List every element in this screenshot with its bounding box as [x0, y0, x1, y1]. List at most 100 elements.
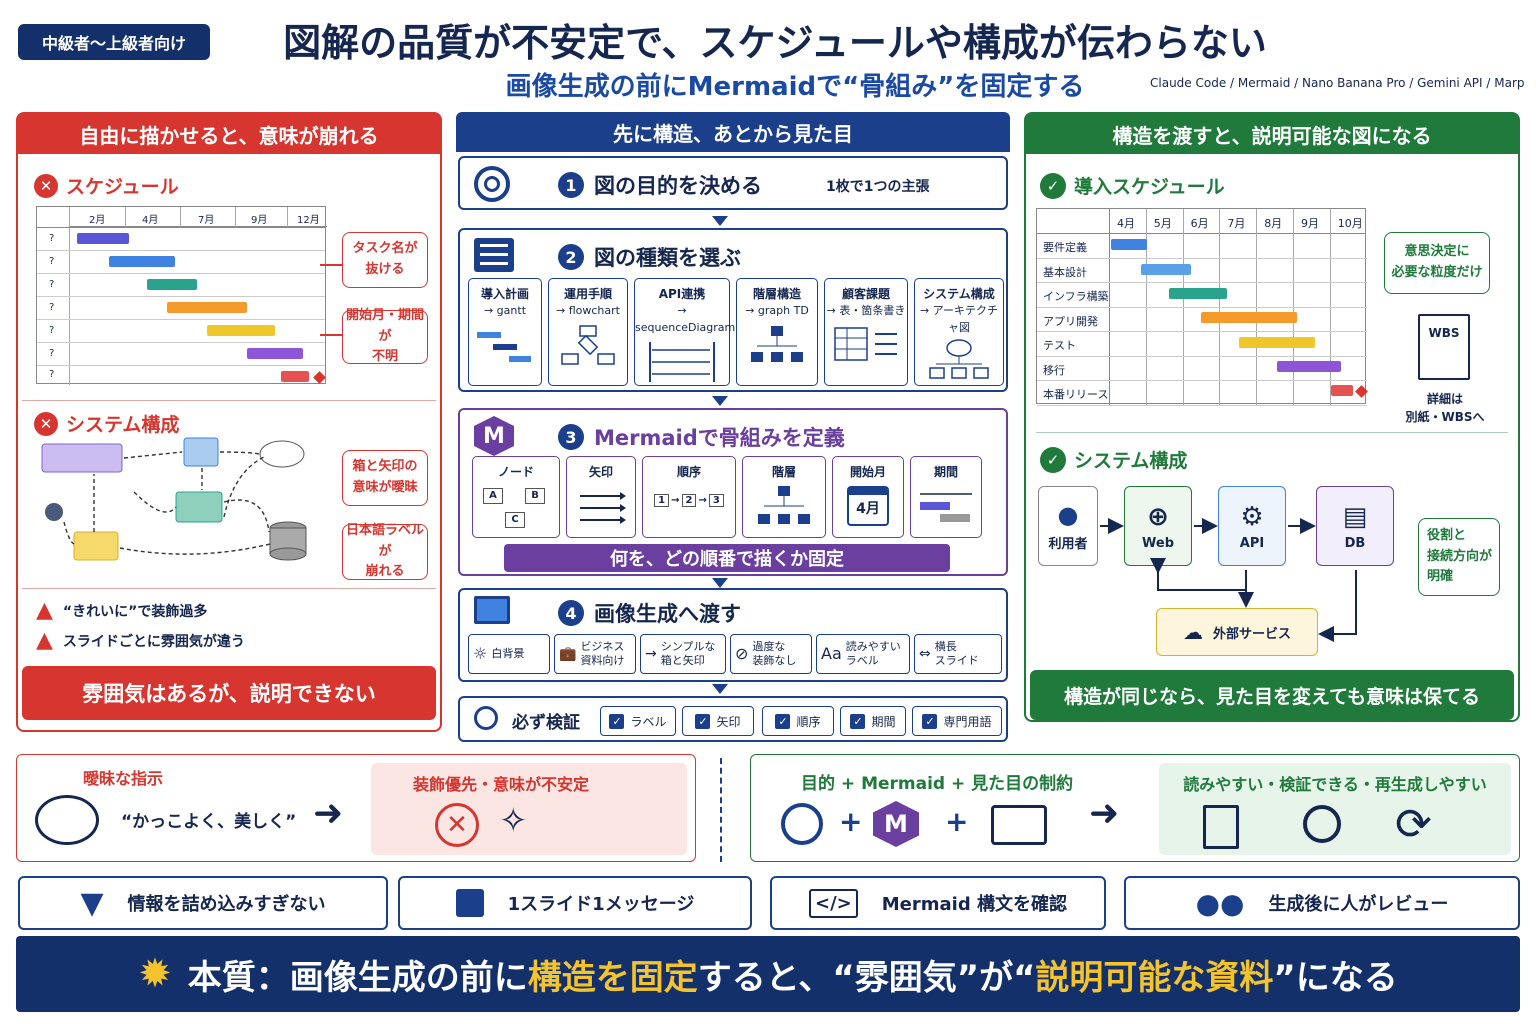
tip-human-review: ●●生成後に人がレビュー: [1124, 876, 1520, 930]
mermaid-element-card: 期間: [910, 456, 982, 538]
callout-period-unknown: 開始月・期間が 不明: [342, 308, 428, 364]
warning-row-decoration: ▲ “きれいに”で装飾過多: [36, 598, 208, 623]
tip-check-syntax: </>Mermaid 構文を確認: [770, 876, 1106, 930]
mermaid-element-card: 開始月 4月: [832, 456, 904, 538]
right-schedule-title: ✓ 導入スケジュール: [1040, 172, 1225, 199]
step-number: 4: [558, 600, 584, 626]
step-number: 2: [558, 244, 584, 270]
month-label: 8月: [1264, 217, 1283, 230]
month-label: 9月: [1301, 217, 1319, 230]
left-schedule-title: ✕ スケジュール: [34, 172, 179, 199]
vague-quote: “かっこよく、美しく”: [121, 812, 297, 832]
right-arrow-icon: ➜: [313, 793, 344, 834]
month-label: 2月: [89, 215, 106, 226]
mermaid-element-card: 矢印: [566, 456, 636, 538]
diagram-type-card: API連携→ sequenceDiagram: [634, 278, 735, 386]
month-label: 12月: [297, 215, 320, 226]
right-arrow-icon: ➜: [1089, 793, 1120, 834]
magnifier-icon: [1303, 805, 1341, 843]
briefcase-icon: 💼: [559, 645, 577, 662]
month-label: 4月: [1117, 217, 1135, 230]
image-monitor-icon: [474, 596, 510, 624]
style-chip: →シンプルな 箱と矢印: [640, 634, 726, 674]
callout-arrow-ambiguous: 箱と矢印の 意味が曖昧: [342, 450, 428, 506]
step-title: Mermaidで骨組みを定義: [594, 426, 845, 450]
step-number: 3: [558, 424, 584, 450]
row-label: ?: [49, 369, 55, 380]
tools-list: Claude Code / Mermaid / Nano Banana Pro …: [1150, 76, 1525, 90]
check-circle-icon: ✓: [1040, 172, 1066, 199]
down-arrow: [712, 684, 728, 694]
box-arrow-icon: →: [645, 645, 657, 662]
month-label: 5月: [1153, 217, 1172, 230]
month-label: 6月: [1190, 217, 1209, 230]
document-check-icon: [1203, 805, 1239, 849]
task-label: 移行: [1043, 363, 1065, 377]
funnel-icon: ▼: [80, 885, 104, 921]
gantt-bar: [147, 279, 197, 290]
mermaid-element-card: 階層: [742, 456, 826, 538]
task-label: 要件定義: [1043, 241, 1087, 254]
bad-result-box: 装飾優先・意味が不安定 ✕ ✧: [371, 763, 687, 855]
callout-jp-label-broken: 日本語ラベルが 崩れる: [342, 523, 428, 580]
gantt-bar: [247, 348, 303, 359]
bad-title: 装飾優先・意味が不安定: [412, 775, 589, 794]
gantt-bar: [1169, 288, 1227, 299]
center-panel: 先に構造、あとから見た目 1 図の目的を決める 1枚で1つの主張 2 図の種類を…: [456, 112, 1010, 744]
left-system-label: システム構成: [66, 414, 180, 436]
left-panel-header: 自由に描かせると、意味が崩れる: [18, 114, 440, 154]
step-number: 1: [558, 172, 584, 198]
mermaid-element-card: 順序 1→2→3: [642, 456, 736, 538]
task-label: 本番リリース: [1043, 388, 1109, 401]
system-arrows: [1100, 518, 1357, 642]
row-label: ?: [49, 233, 55, 244]
node-user: ●利用者: [1038, 486, 1098, 566]
row-label: ?: [49, 279, 55, 290]
verify-item: ✓専門用語: [912, 706, 1002, 736]
step-1: 1 図の目的を決める 1枚で1つの主張: [458, 156, 1008, 210]
node-db: ▤DB: [1316, 486, 1394, 566]
style-chip: ⇔横長 スライド: [914, 634, 1002, 674]
step-3: M 3 Mermaidで骨組みを定義 ノード A B C 矢印 順序 1→2→3…: [458, 408, 1008, 576]
left-panel: 自由に描かせると、意味が崩れる ✕ スケジュール 2月 4月 7月 9月 12月…: [16, 112, 442, 732]
x-circle-icon: ✕: [34, 411, 58, 436]
messy-system-diagram: [41, 437, 307, 561]
good-result-box: 読みやすい・検証できる・再生成しやすい ⟳: [1159, 763, 1511, 855]
callout-task-missing: タスク名が 抜ける: [342, 232, 428, 288]
table-mini-icon: [834, 326, 897, 361]
month-label: 7月: [1227, 217, 1246, 230]
row-label: ?: [49, 348, 55, 359]
vague-box: 曖昧な指示 “かっこよく、美しく” ➜ 装飾優先・意味が不安定 ✕ ✧: [16, 754, 696, 862]
node-api: ⚙API: [1218, 486, 1286, 566]
step-2: 2 図の種類を選ぶ 導入計画→ gantt 運用手順→ flowchart AP…: [458, 228, 1008, 392]
step-note: 1枚で1つの主張: [826, 179, 930, 195]
diagram-type-card: 階層構造→ graph TD: [736, 278, 818, 386]
target-icon: [781, 803, 823, 845]
checkbox-icon: ✓: [695, 713, 711, 729]
period-icon: [920, 493, 972, 522]
tip-one-message: 1スライド1メッセージ: [398, 876, 752, 930]
center-panel-header: 先に構造、あとから見た目: [456, 112, 1010, 152]
sun-icon: ☼: [473, 643, 488, 663]
diagram-type-card: 導入計画→ gantt: [468, 278, 542, 386]
node-web: ⊕Web: [1124, 486, 1192, 566]
task-label: 基本設計: [1043, 265, 1087, 279]
step-4: 4 画像生成へ渡す ☼白背景 💼ビジネス 資料向け →シンプルな 箱と矢印 ⊘過…: [458, 588, 1008, 682]
refresh-icon: ⟳: [1395, 799, 1432, 850]
down-arrow: [712, 396, 728, 406]
warning-row-style: ▲ スライドごとに雰囲気が違う: [36, 628, 245, 653]
gantt-bar: [77, 233, 129, 244]
left-panel-footer: 雰囲気はあるが、説明できない: [22, 666, 436, 720]
warning-icon: ▲: [36, 628, 53, 653]
magnifier-icon: [474, 706, 498, 730]
checkbox-icon: ✓: [775, 713, 791, 729]
page-subtitle: 画像生成の前にMermaidで“骨組み”を固定する: [505, 72, 1085, 102]
month-label: 9月: [251, 215, 268, 226]
good-title: 目的 + Mermaid + 見た目の制約: [801, 774, 1074, 794]
right-panel-footer: 構造が同じなら、見た目を変えても意味は保てる: [1030, 670, 1514, 720]
verify-item: ✓ラベル: [600, 706, 676, 736]
tip-no-cramming: ▼情報を詰め込みすぎない: [18, 876, 388, 930]
right-schedule-label: 導入スケジュール: [1074, 176, 1225, 198]
step-title: 図の種類を選ぶ: [594, 246, 741, 270]
